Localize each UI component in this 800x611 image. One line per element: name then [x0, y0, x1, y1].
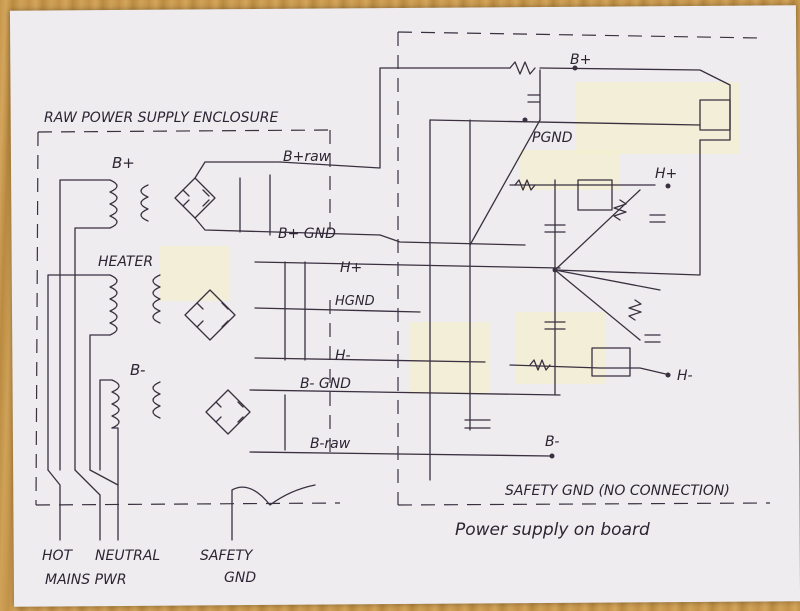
safety-label: SAFETY — [200, 548, 254, 564]
mains-pwr-label: MAINS PWR — [45, 572, 127, 588]
safety-note: SAFETY GND (NO CONNECTION) — [505, 483, 730, 499]
board-title: Power supply on board — [455, 520, 650, 540]
bminus-gnd-label: B- GND — [300, 376, 351, 392]
tape-pieces — [160, 82, 740, 394]
hminus-in-label: H- — [335, 348, 351, 364]
hgnd-label: HGND — [335, 294, 375, 309]
hot-label: HOT — [42, 548, 74, 564]
transformer-bplus — [59, 179, 149, 471]
bplus-out-label: B+ — [570, 52, 591, 68]
bminus-out-label: B- — [545, 434, 559, 450]
transformer-heater-label: HEATER — [98, 254, 153, 270]
pgnd-label: PGND — [532, 130, 573, 146]
transformer-bminus — [99, 379, 161, 486]
bplus-gnd-label: B+ GND — [278, 226, 336, 242]
bminus-raw-label: B-raw — [310, 436, 351, 452]
gnd-label: GND — [224, 570, 256, 586]
transformer-heater — [47, 274, 161, 471]
transformer-bminus-label: B- — [130, 361, 145, 379]
neutral-label: NEUTRAL — [95, 548, 160, 564]
rails — [239, 67, 731, 481]
enclosure-boundary — [35, 31, 771, 506]
mains-wires — [47, 469, 316, 541]
transformer-bplus-label: B+ — [112, 154, 135, 172]
rectifier-bminus — [205, 389, 251, 435]
rectifier-bplus — [174, 161, 381, 236]
hminus-out-label: H- — [677, 368, 693, 384]
enclosure-label: RAW POWER SUPPLY ENCLOSURE — [44, 110, 279, 126]
bplus-raw-label: B+raw — [283, 149, 331, 165]
rectifier-heater — [184, 289, 236, 341]
hplus-out-label: H+ — [655, 166, 677, 182]
components-onboard — [464, 61, 731, 459]
hplus-in-label: H+ — [340, 260, 362, 276]
